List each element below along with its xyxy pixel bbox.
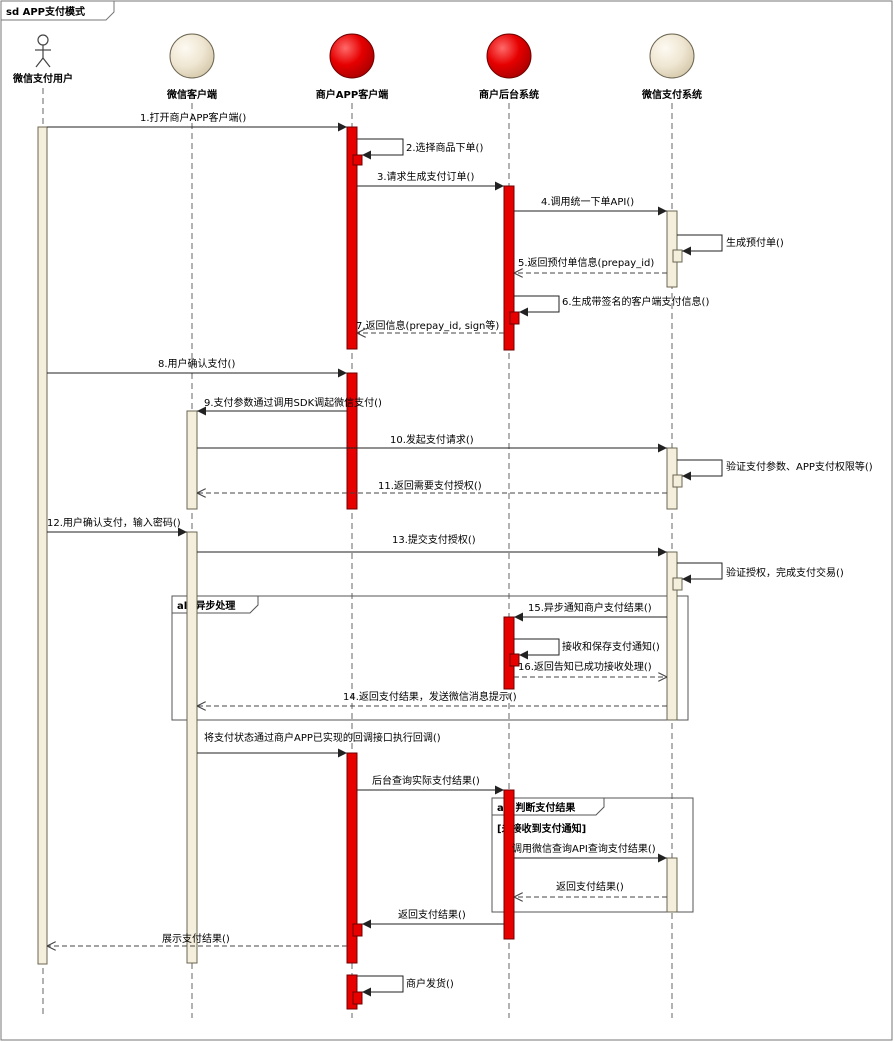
actor-icon: [35, 34, 51, 68]
message-label-25: 返回支付结果(): [398, 908, 466, 921]
participant-name-user: 微信支付用户: [12, 72, 73, 85]
participant-user: 微信支付用户: [12, 34, 73, 85]
message-label-9: 8.用户确认支付(): [158, 357, 235, 370]
messages: 1.打开商户APP客户端() 2.选择商品下单() 3.请求生成支付订单() 4…: [47, 111, 873, 997]
fragment-result-guard: [未接收到支付通知]: [497, 822, 586, 835]
activation-wxpay-1-nested: [672, 249, 683, 263]
participant-name-backend: 商户后台系统: [479, 88, 539, 101]
activation-backend-3: [503, 789, 515, 940]
message-arrow-7: [514, 295, 560, 317]
message-label-8: 7.返回信息(prepay_id, sign等): [356, 319, 499, 332]
activation-bars: [37, 126, 683, 1010]
message-arrow-18: [514, 638, 560, 660]
activation-wxclient-2: [186, 531, 198, 964]
message-label-4: 4.调用统一下单API(): [541, 195, 634, 208]
message-label-17: 15.异步通知商户支付结果(): [528, 601, 652, 614]
message-arrow-16: [677, 562, 723, 584]
participant-name-wxclient: 微信客户端: [166, 88, 217, 101]
activation-app-4-nested: [352, 991, 363, 1005]
fragment-async-box: [171, 595, 689, 721]
participant-backend: 商户后台系统: [479, 33, 539, 101]
boundary-circle-backend: [486, 33, 532, 79]
activation-wxpay-1: [666, 210, 678, 288]
activation-user: [37, 126, 48, 965]
activation-app-3: [346, 752, 358, 964]
activation-backend-2: [503, 616, 515, 690]
message-label-2: 2.选择商品下单(): [406, 141, 483, 154]
fragment-async-label: alt 异步处理: [177, 599, 235, 612]
activation-backend-1: [503, 185, 515, 351]
message-label-24: 返回支付结果(): [556, 880, 624, 893]
boundary-circle-wxpay: [649, 33, 695, 79]
activation-backend-1-nested: [509, 311, 520, 325]
message-label-12: 验证支付参数、APP支付权限等(): [726, 460, 873, 473]
activation-wxclient-1: [186, 410, 198, 510]
message-label-20: 14.返回支付结果，发送微信消息提示(): [343, 690, 517, 703]
participant-name-wxpay: 微信支付系统: [641, 88, 702, 101]
message-label-16: 验证授权，完成支付交易(): [726, 566, 844, 579]
activation-app-2: [346, 372, 358, 510]
message-label-7: 6.生成带签名的客户端支付信息(): [562, 295, 709, 308]
activation-wxpay-4: [666, 857, 678, 913]
activation-backend-2-nested: [509, 653, 520, 667]
activation-app-3-nested: [352, 923, 363, 937]
message-label-6: 5.返回预付单信息(prepay_id): [518, 256, 654, 269]
message-arrow-12: [677, 459, 723, 481]
frame-title: sd APP支付模式: [6, 5, 85, 18]
message-label-11: 10.发起支付请求(): [390, 433, 474, 446]
activation-wxpay-2-nested: [672, 474, 683, 488]
participant-wxpay: 微信支付系统: [641, 33, 702, 101]
message-arrow-2: [357, 138, 404, 160]
activation-app-1: [346, 126, 358, 350]
message-label-10: 9.支付参数通过调用SDK调起微信支付(): [204, 396, 382, 409]
boundary-circle-app: [329, 33, 375, 79]
message-label-21: 将支付状态通过商户APP已实现的回调接口执行回调(): [204, 731, 441, 744]
fragment-result-label: alt 判断支付结果: [497, 801, 576, 814]
message-arrow-27: [357, 975, 404, 997]
message-label-19: 16.返回告知已成功接收处理(): [518, 660, 652, 673]
activation-app-1-nested: [352, 154, 363, 166]
message-label-22: 后台查询实际支付结果(): [372, 774, 480, 787]
message-arrow-5: [677, 234, 723, 256]
fragment-result-tab: [491, 797, 605, 816]
message-label-13: 11.返回需要支付授权(): [378, 479, 482, 492]
boundary-circle-wxclient: [169, 33, 215, 79]
message-label-14: 12.用户确认支付，输入密码(): [47, 516, 181, 529]
activation-wxpay-3-nested: [672, 577, 683, 591]
fragment-result: alt 判断支付结果 [未接收到支付通知]: [491, 797, 694, 913]
message-label-27: 商户发货(): [406, 977, 454, 990]
message-label-18: 接收和保存支付通知(): [562, 640, 660, 653]
message-label-5: 生成预付单(): [726, 236, 784, 249]
message-label-23: 调用微信查询API查询支付结果(): [512, 842, 656, 855]
frame-title-tab: [0, 0, 115, 21]
participant-app: 商户APP客户端: [316, 33, 388, 101]
message-label-15: 13.提交支付授权(): [392, 533, 476, 546]
message-label-3: 3.请求生成支付订单(): [377, 170, 474, 183]
participant-name-app: 商户APP客户端: [316, 88, 388, 101]
message-label-1: 1.打开商户APP客户端(): [140, 111, 246, 124]
activation-wxpay-3: [666, 551, 678, 721]
participant-wxclient: 微信客户端: [166, 33, 217, 101]
message-label-26: 展示支付结果(): [162, 932, 230, 945]
